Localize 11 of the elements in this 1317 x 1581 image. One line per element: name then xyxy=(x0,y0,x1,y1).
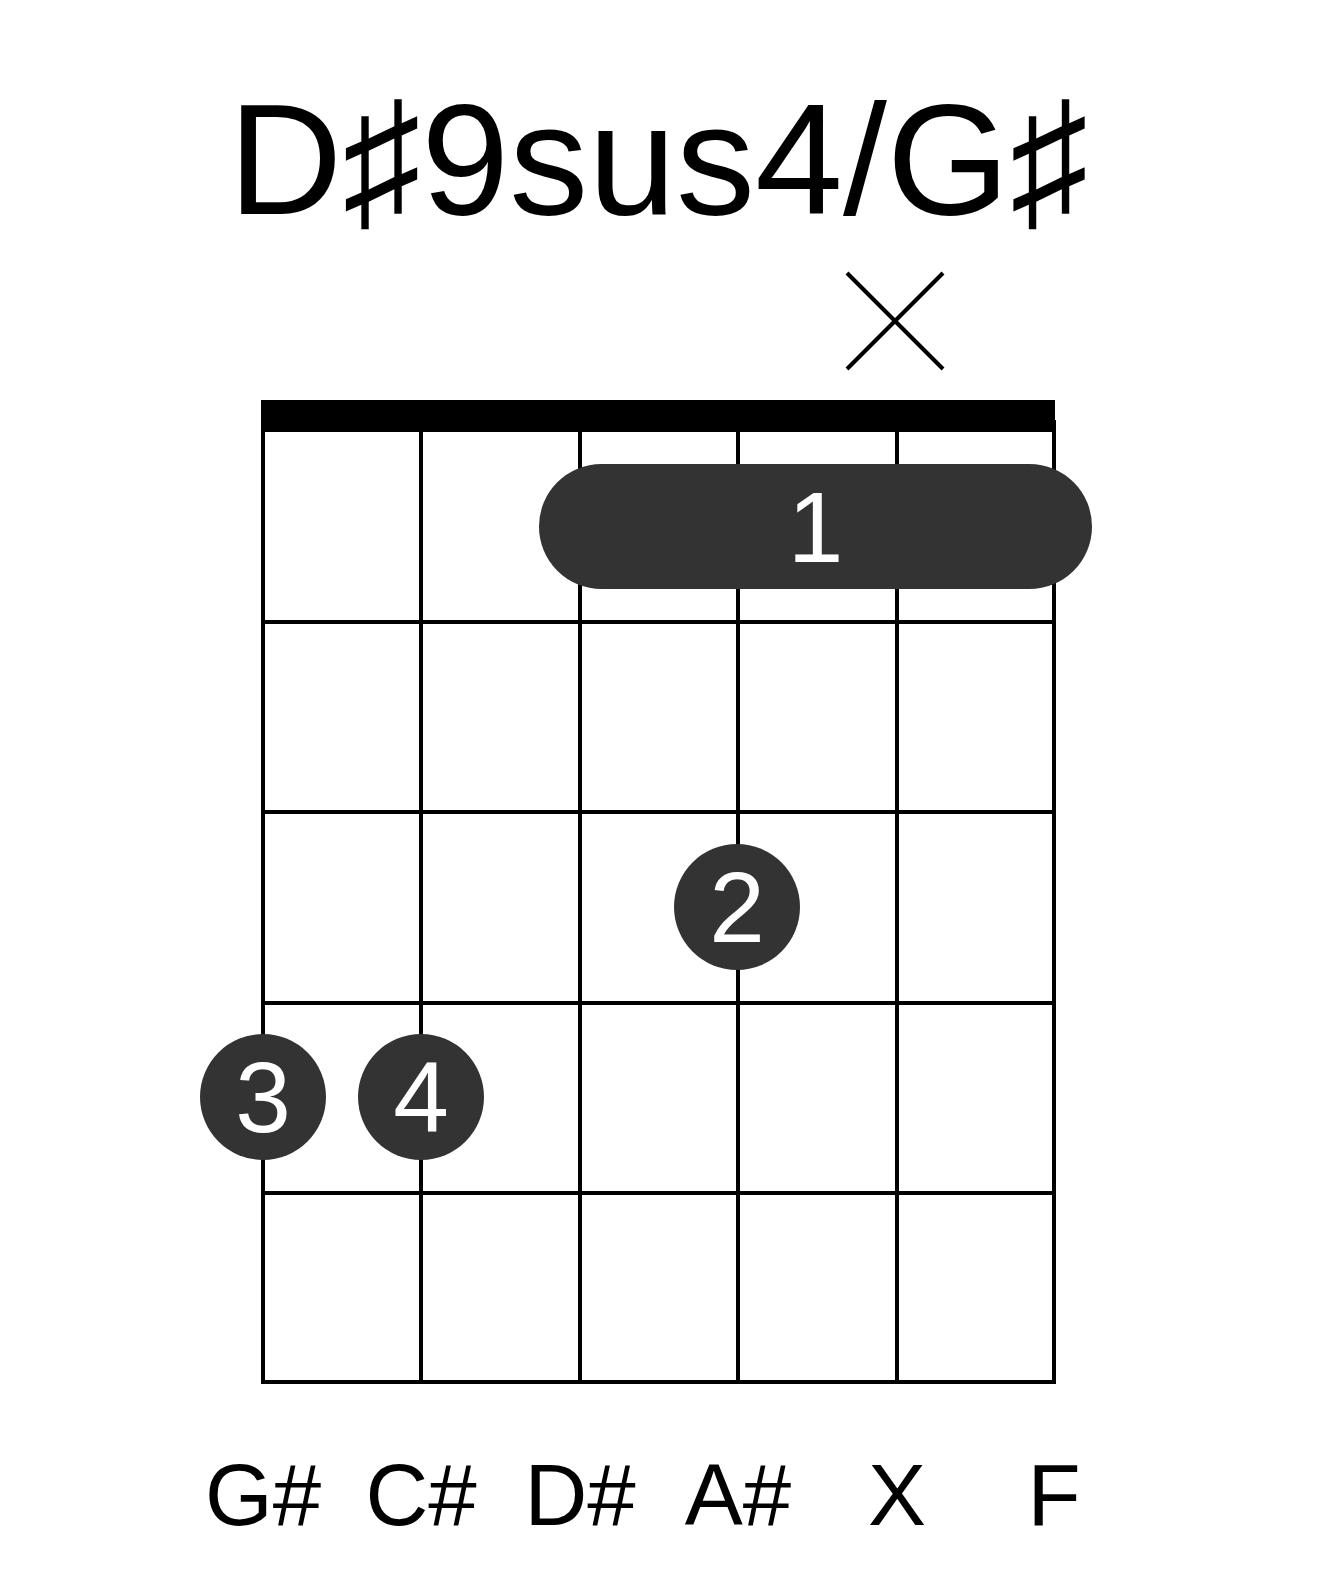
finger-dot: 3 xyxy=(200,1034,326,1160)
string-note-label: C# xyxy=(365,1446,477,1543)
string-note-label: A# xyxy=(684,1446,792,1543)
string-note-label: G# xyxy=(204,1446,322,1543)
barre-bar: 1 xyxy=(539,464,1092,589)
string-note-label: D# xyxy=(524,1446,636,1543)
chord-title: D♯9sus4/G♯ xyxy=(228,80,1089,238)
string-note-label: F xyxy=(1027,1446,1081,1543)
finger-dot: 2 xyxy=(674,844,800,970)
finger-dot: 4 xyxy=(358,1034,484,1160)
string-note-label: X xyxy=(868,1446,926,1543)
